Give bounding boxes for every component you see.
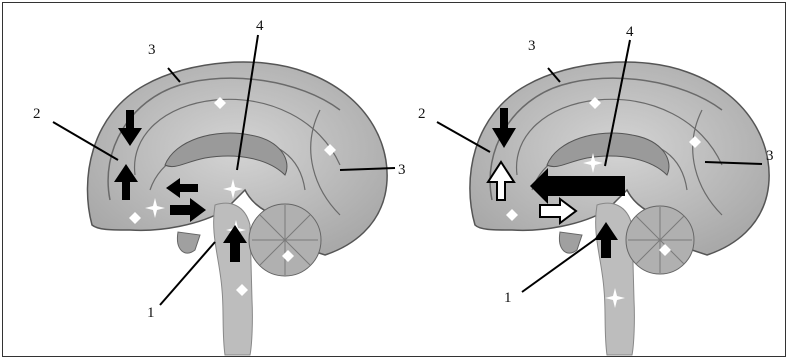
left-label-1: 1 <box>147 305 155 321</box>
right-label-3-right: 3 <box>766 148 774 164</box>
right-label-3-top: 3 <box>528 38 536 54</box>
left-label-3-right: 3 <box>398 162 406 178</box>
left-label-3-top: 3 <box>148 42 156 58</box>
right-brain-diagram: 3 2 3 4 1 <box>418 24 774 355</box>
right-label-2: 2 <box>418 106 426 122</box>
left-label-4: 4 <box>256 18 264 34</box>
left-label-2: 2 <box>33 106 41 122</box>
right-label-4: 4 <box>626 24 634 40</box>
left-brain-diagram: 3 2 3 4 1 <box>33 18 406 355</box>
right-label-1: 1 <box>504 290 512 306</box>
left-brainstem <box>214 203 253 355</box>
